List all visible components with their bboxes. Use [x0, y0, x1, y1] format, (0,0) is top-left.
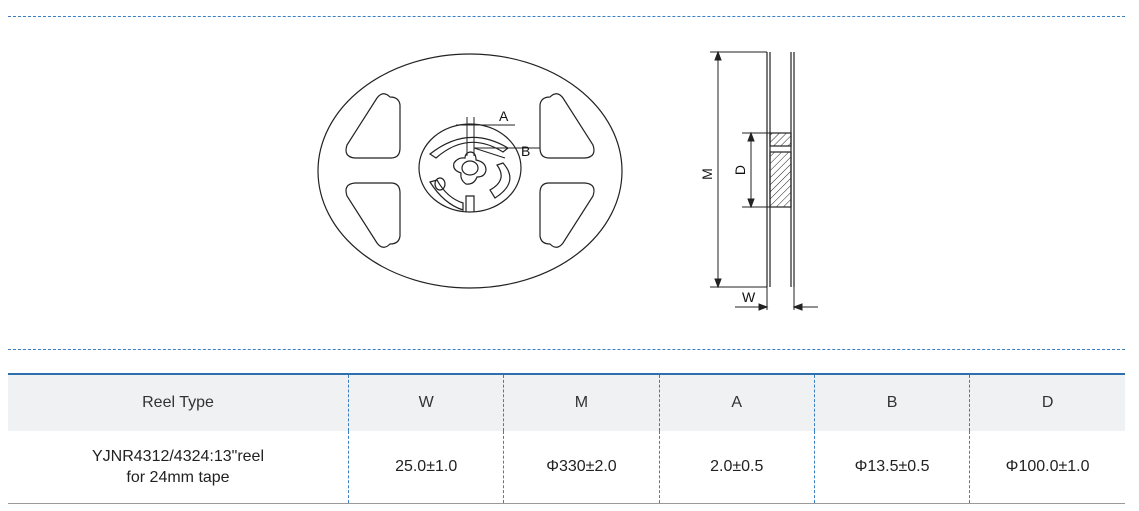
table-header-row: Reel Type W M A B D: [8, 374, 1125, 431]
hub-hatched-bottom: [769, 151, 792, 208]
reel-type-line-1: YJNR4312/4324:13"reel: [91, 448, 264, 465]
reel-dimension-drawing: A B M D W: [317, 50, 818, 311]
dim-m-marker: [710, 50, 767, 289]
dim-w-marker: [735, 287, 818, 311]
header-b: B: [813, 374, 970, 431]
header-w: W: [347, 374, 504, 431]
reel-spec-table: Reel Type W M A B D YJNR4312/4324:13"ree…: [8, 373, 1125, 504]
reel-type-line-2: for 24mm tape: [126, 469, 230, 486]
top-dashed-divider: [8, 16, 1125, 17]
reel-side-view: [766, 52, 795, 287]
cell-b: Φ13.5±0.5: [813, 431, 970, 504]
dim-label-a: A: [499, 108, 509, 124]
reel-window-bottom-right: [539, 182, 595, 248]
reel-outer-rim: [317, 53, 623, 289]
header-m: M: [503, 374, 660, 431]
reel-window-bottom-left: [345, 182, 401, 248]
hub-hatched-top: [769, 132, 792, 147]
dim-d-marker: [742, 131, 770, 209]
cell-w: 25.0±1.0: [347, 431, 504, 504]
header-reel-type: Reel Type: [142, 394, 214, 411]
hub-dimension-markers: [456, 117, 540, 159]
dim-label-b: B: [521, 143, 530, 159]
cell-d: Φ100.0±1.0: [969, 431, 1125, 504]
reel-window-top-left: [345, 93, 401, 159]
cell-m: Φ330±2.0: [503, 431, 660, 504]
cell-a: 2.0±0.5: [658, 431, 815, 504]
middle-dashed-divider: [8, 349, 1125, 350]
reel-window-top-right: [539, 93, 595, 159]
dim-label-d: D: [732, 165, 748, 175]
dim-label-m: M: [699, 168, 715, 180]
table-row: YJNR4312/4324:13"reel for 24mm tape 25.0…: [8, 431, 1125, 504]
dim-label-w: W: [742, 289, 756, 305]
reel-hub: [418, 123, 522, 213]
cell-reel-type: YJNR4312/4324:13"reel for 24mm tape: [8, 431, 349, 504]
header-d: D: [969, 374, 1125, 431]
header-a: A: [658, 374, 815, 431]
reel-front-view: [317, 53, 623, 289]
